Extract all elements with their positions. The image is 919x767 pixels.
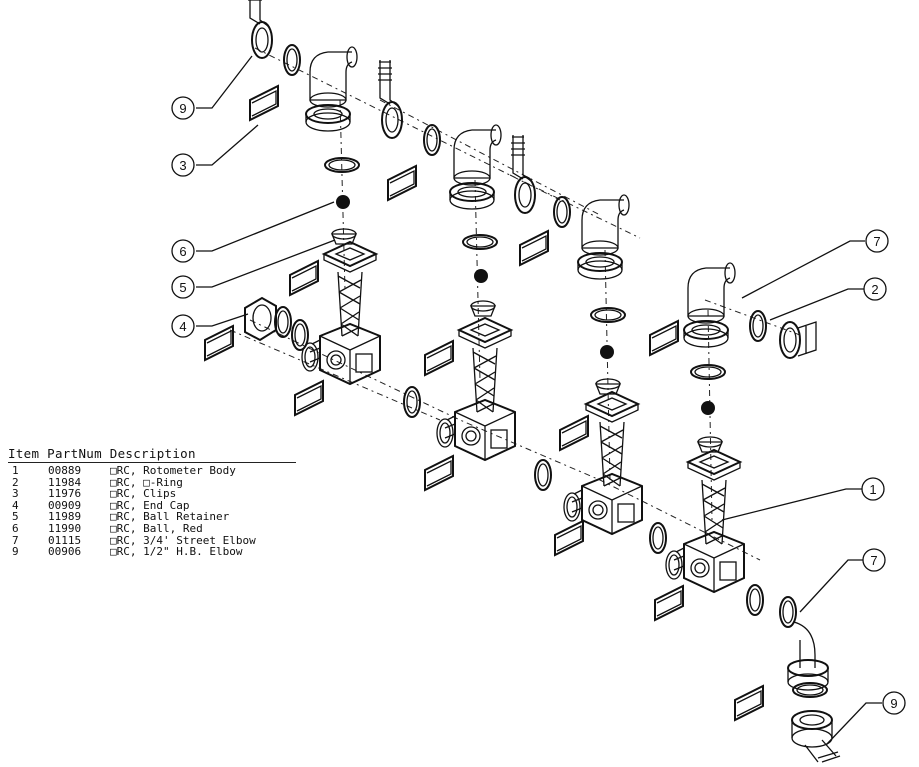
item-cell: 2 [12, 475, 19, 489]
callout-3: 3 [171, 153, 195, 177]
callout-label: 6 [179, 244, 186, 259]
header-description: Description [109, 446, 196, 461]
table-row: 4 00909 □RC, End Cap [8, 500, 296, 512]
hb-elbow-top-left [247, 0, 273, 59]
description-cell: □RC, 3/4' Street Elbow [110, 533, 256, 547]
header-partnum: PartNum [47, 446, 102, 461]
partnum-cell: 01115 [48, 533, 82, 547]
table-row: 7 01115 □RC, 3/4' Street Elbow [8, 533, 296, 547]
description-cell: □RC, □-Ring [110, 475, 183, 489]
callout-label: 7 [873, 234, 880, 249]
callout-6: 6 [171, 239, 195, 263]
header-divider [8, 462, 296, 463]
partnum-cell: 00906 [48, 545, 82, 559]
description-cell: □RC, Ball Retainer [110, 510, 230, 524]
leader-9-top [196, 55, 253, 109]
partnum-cell: 00909 [48, 498, 82, 512]
item-cell: 9 [12, 545, 19, 559]
callout-label: 9 [890, 696, 897, 711]
callout-label: 1 [869, 482, 876, 497]
street-elbow-bottom [787, 621, 829, 691]
callout-7-top: 7 [865, 229, 889, 253]
table-row: 1 00889 □RC, Rotometer Body [8, 465, 296, 477]
partnum-cell: 11990 [48, 521, 82, 535]
header-item: Item [8, 446, 40, 461]
parts-list-header: Item PartNum Description [8, 446, 296, 461]
description-cell: □RC, End Cap [110, 498, 190, 512]
callout-label: 2 [871, 282, 878, 297]
hb-elbow-bottom [791, 710, 841, 763]
callout-7-bottom: 7 [862, 548, 886, 572]
table-row: 5 11989 □RC, Ball Retainer [8, 511, 296, 523]
callout-label: 9 [179, 101, 186, 116]
partnum-cell: 11976 [48, 487, 82, 501]
partnum-cell: 11984 [48, 475, 82, 489]
callout-9-bottom: 9 [882, 691, 906, 715]
partnum-cell: 11989 [48, 510, 82, 524]
end-cap [244, 296, 277, 342]
callout-1: 1 [861, 477, 885, 501]
item-cell: 6 [12, 521, 19, 535]
table-row: 2 11984 □RC, □-Ring [8, 475, 296, 489]
callout-4: 4 [171, 314, 195, 338]
callout-label: 7 [870, 553, 877, 568]
table-row: 6 11990 □RC, Ball, Red [8, 523, 296, 535]
item-cell: 4 [12, 498, 19, 512]
callout-label: 4 [179, 319, 186, 334]
callout-2: 2 [863, 277, 887, 301]
description-cell: □RC, 1/2" H.B. Elbow [110, 545, 243, 559]
hb-elbow-right [779, 321, 817, 359]
partnum-cell: 00889 [48, 464, 82, 477]
item-cell: 5 [12, 510, 19, 524]
item-cell: 3 [12, 487, 19, 501]
callout-9-top: 9 [171, 96, 195, 120]
description-cell: □RC, Rotometer Body [110, 464, 236, 477]
callout-5: 5 [171, 275, 195, 299]
description-cell: □RC, Clips [110, 487, 177, 501]
description-cell: □RC, Ball, Red [110, 521, 203, 535]
parts-list-table: Item PartNum Description 1 00889 □RC, Roto… [8, 446, 296, 558]
item-cell: 1 [12, 464, 19, 477]
item-cell: 7 [12, 533, 19, 547]
callout-label: 5 [179, 280, 186, 295]
callout-label: 3 [179, 158, 186, 173]
table-row: 3 11976 □RC, Clips [8, 488, 296, 500]
table-row: 9 00906 □RC, 1/2" H.B. Elbow [8, 546, 296, 558]
